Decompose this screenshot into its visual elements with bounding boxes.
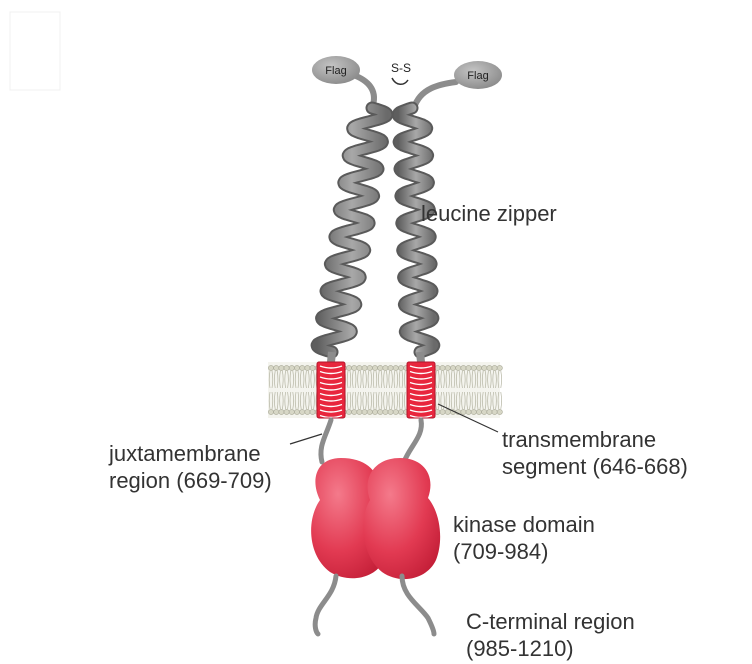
juxtamembrane-label-line2: region (669-709) [109,468,272,493]
kinase-label-line1: kinase domain [453,512,595,537]
disulfide-bridge [392,78,408,84]
transmembrane-label-line2: segment (646-668) [502,454,688,479]
transmembrane-segment-left [317,362,345,418]
flag-tag-right: Flag [454,61,502,89]
leucine-zipper-label: leucine zipper [421,201,557,226]
juxtamembrane-linker-right [404,420,421,462]
lipid-bilayer-icon [268,362,502,418]
corner-frame [10,12,60,90]
juxtamembrane-linker-left [321,420,331,462]
kinase-label-line2: (709-984) [453,539,548,564]
c-terminal-tail-right [402,576,434,634]
flag-tag-left: Flag [312,56,360,84]
transmembrane-label-line1: transmembrane [502,427,656,452]
cterm-label-line1: C-terminal region [466,609,635,634]
juxtamembrane-leader [290,434,322,444]
kinase-domains [311,458,440,579]
c-terminal-tail-left [315,576,336,634]
juxtamembrane-label-line1: juxtamembrane [108,441,261,466]
disulfide-label: S-S [391,61,411,75]
kinase-domain-right [363,458,440,579]
flag-label-right: Flag [467,70,488,82]
cterm-label-line2: (985-1210) [466,636,574,661]
transmembrane-segment-right [407,362,435,418]
flag-label-left: Flag [325,65,346,77]
